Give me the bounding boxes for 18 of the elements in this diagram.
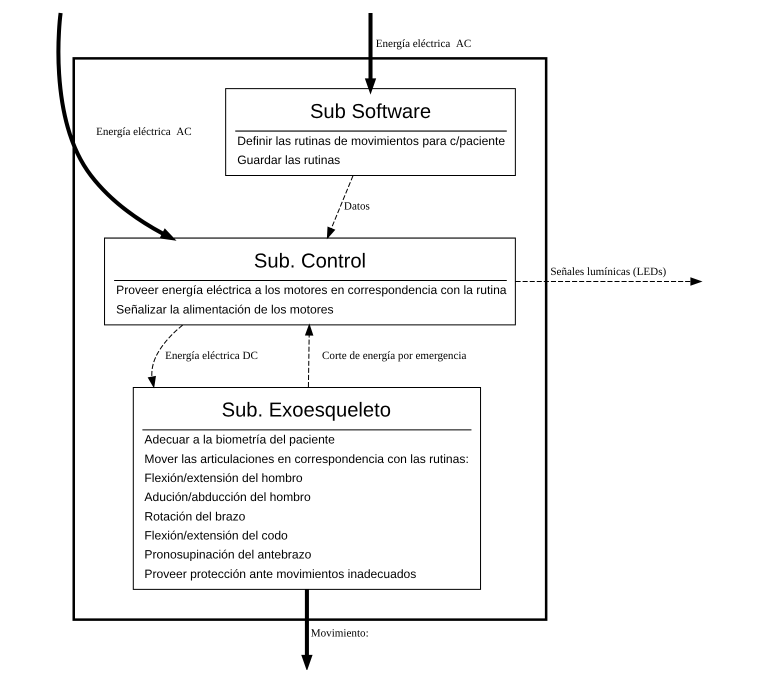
arrow — [364, 13, 376, 95]
arrow — [148, 324, 184, 389]
cluster — [72, 57, 548, 621]
arrow — [56, 12, 177, 241]
arrow — [301, 590, 313, 670]
node-box: Sub. Exoesqueleto Adecuar a la biometría del paciente Mover las articulaciones en correspondencia con las rutinas: Flexión/extensión del hombro Adución/abducción del hombro Rotación del brazo Flexión/extensión del codo Pronosupinación del antebrazo Proveer protección ante movimientos inadecuados — [132, 386, 482, 590]
arrow — [516, 277, 703, 286]
edge-label: Corte de energía por emergencia — [322, 350, 466, 362]
edge-label: Señales lumínicas (LEDs) — [550, 266, 666, 278]
node-box: Sub Software Definir las rutinas de movimientos para c/paciente Guardar las rutinas — [225, 88, 516, 176]
edge-label: Energía eléctrica AC — [96, 126, 192, 138]
edge-label: Movimiento: — [310, 628, 369, 640]
arrow — [304, 323, 314, 388]
node-box: Sub. Control Proveer energía eléctrica a los motores en correspondencia con la rutina Señalizar la alimentación de los motores — [104, 238, 516, 326]
edge-label: Energía eléctrica AC — [376, 38, 472, 50]
arrow — [326, 176, 354, 240]
edge-label: Datos — [344, 200, 370, 213]
edge-label: Energía eléctrica DC — [165, 350, 258, 362]
